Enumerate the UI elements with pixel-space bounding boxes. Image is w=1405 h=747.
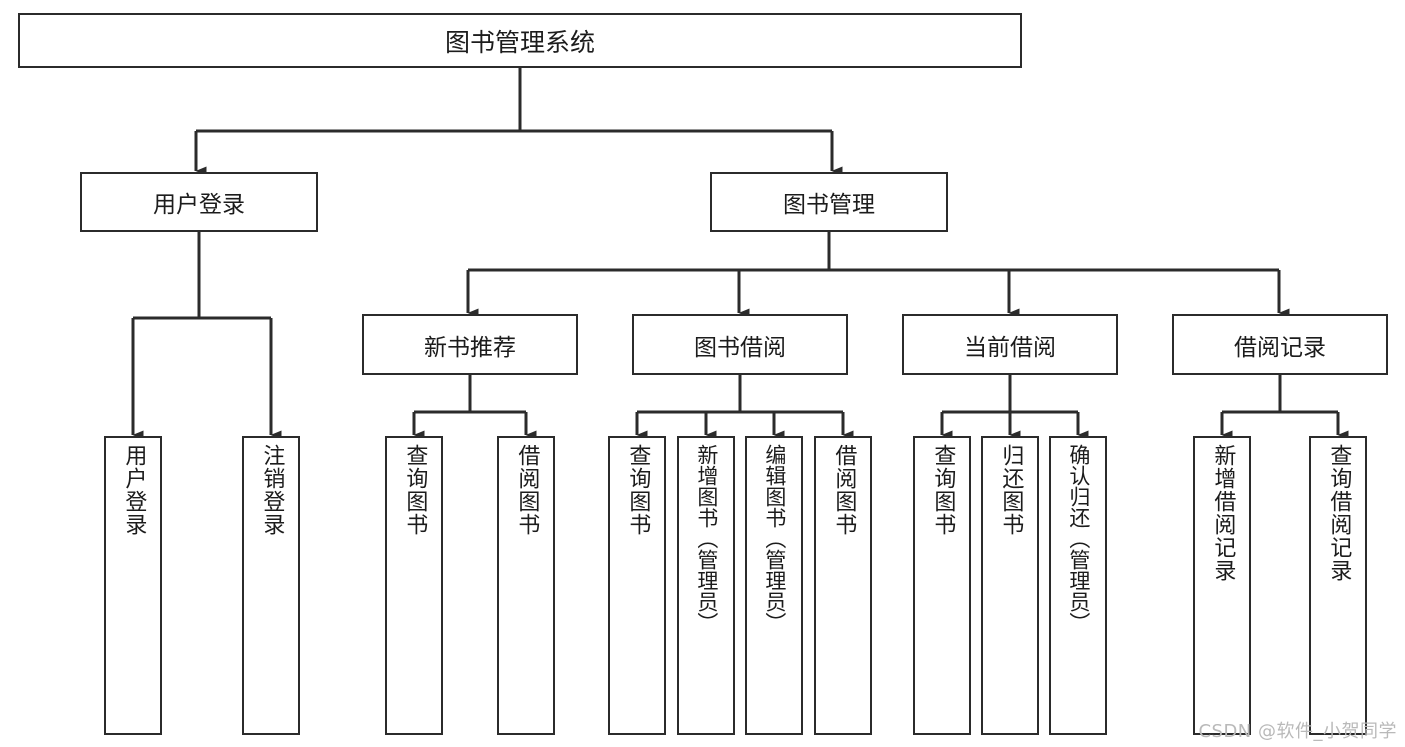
leaf-query-borrow-record[interactable]: 查询借阅记录 <box>1309 436 1367 735</box>
node-label: 当前借阅 <box>964 334 1056 361</box>
leaf-borrow-book[interactable]: 借阅图书 <box>814 436 872 735</box>
leaf-logout[interactable]: 注销登录 <box>242 436 300 735</box>
node-label: 查询借阅记录 <box>1326 444 1352 582</box>
node-label: 确认归还（管理员） <box>1066 444 1091 633</box>
node-new-book-recommend[interactable]: 新书推荐 <box>362 314 578 375</box>
node-label: 图书借阅 <box>694 334 786 361</box>
node-current-borrow[interactable]: 当前借阅 <box>902 314 1118 375</box>
node-label: 注销登录 <box>259 444 285 536</box>
node-borrow-record[interactable]: 借阅记录 <box>1172 314 1388 375</box>
node-label: 借阅图书 <box>831 444 857 536</box>
leaf-user-login[interactable]: 用户登录 <box>104 436 162 735</box>
node-label: 用户登录 <box>121 444 147 536</box>
leaf-return-book[interactable]: 归还图书 <box>981 436 1039 735</box>
node-label: 借阅记录 <box>1234 334 1326 361</box>
leaf-query-book-current[interactable]: 查询图书 <box>913 436 971 735</box>
node-book-borrow[interactable]: 图书借阅 <box>632 314 848 375</box>
node-root-book-management-system[interactable]: 图书管理系统 <box>18 13 1022 68</box>
node-label: 新书推荐 <box>424 334 516 361</box>
node-label: 编辑图书（管理员） <box>762 444 787 633</box>
node-label: 查询图书 <box>402 444 428 536</box>
leaf-add-borrow-record[interactable]: 新增借阅记录 <box>1193 436 1251 735</box>
node-label: 图书管理 <box>783 192 875 218</box>
node-label: 归还图书 <box>998 444 1024 536</box>
node-label: 图书管理系统 <box>444 27 595 57</box>
node-book-management[interactable]: 图书管理 <box>710 172 948 232</box>
node-user-login[interactable]: 用户登录 <box>80 172 318 232</box>
node-label: 用户登录 <box>153 192 245 218</box>
node-label: 新增借阅记录 <box>1210 444 1236 582</box>
node-label: 新增图书（管理员） <box>694 444 719 633</box>
watermark: CSDN @软件_小贺同学 <box>1198 721 1397 742</box>
leaf-borrow-book-recommend[interactable]: 借阅图书 <box>497 436 555 735</box>
node-label: 查询图书 <box>625 444 651 536</box>
node-label: 查询图书 <box>930 444 956 536</box>
leaf-confirm-return-admin[interactable]: 确认归还（管理员） <box>1049 436 1107 735</box>
leaf-add-book-admin[interactable]: 新增图书（管理员） <box>677 436 735 735</box>
leaf-query-book-recommend[interactable]: 查询图书 <box>385 436 443 735</box>
leaf-query-book-borrow[interactable]: 查询图书 <box>608 436 666 735</box>
node-label: 借阅图书 <box>514 444 540 536</box>
leaf-edit-book-admin[interactable]: 编辑图书（管理员） <box>745 436 803 735</box>
